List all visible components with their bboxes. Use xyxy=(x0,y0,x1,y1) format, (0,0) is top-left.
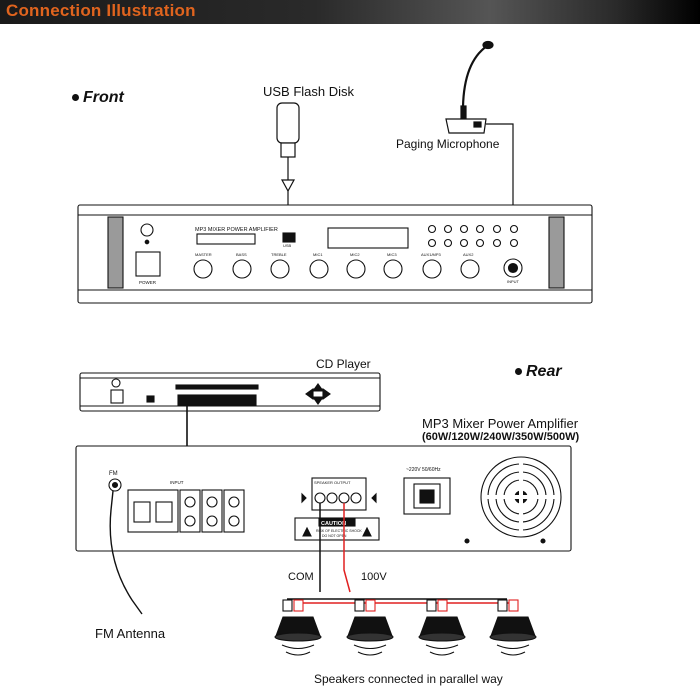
usb-flash-disk-label: USB Flash Disk xyxy=(263,84,355,99)
amplifier-name-label: MP3 Mixer Power Amplifier xyxy=(422,416,579,431)
knob-label-aux2: AUX2 xyxy=(463,252,474,257)
speaker-4 xyxy=(489,599,537,656)
title-banner: Connection Illustration xyxy=(0,0,700,24)
amplifier-power-label: (60W/120W/240W/350W/500W) xyxy=(422,431,580,443)
page-title: Connection Illustration xyxy=(6,1,196,20)
knob-label-bass: BASS xyxy=(236,252,247,257)
fm-antenna-label: FM Antenna xyxy=(95,626,166,641)
speaker-3 xyxy=(418,599,466,656)
knob-label-mic1: MIC1 xyxy=(313,252,323,257)
speakers-caption: Speakers connected in parallel way xyxy=(314,672,503,686)
speaker-1 xyxy=(274,599,322,656)
rear-panel: FM INPUT SPEAKER OUTPUT CAUTION RISK OF … xyxy=(75,445,572,552)
speaker-output-label: SPEAKER OUTPUT xyxy=(314,480,351,485)
knob-label-master: MASTER xyxy=(195,252,212,257)
knob-label-treble: TREBLE xyxy=(271,252,287,257)
usb-port-label: USB xyxy=(283,243,292,248)
speaker-2 xyxy=(346,599,394,656)
rear-section-label: Rear xyxy=(515,363,562,381)
100v-wire-label: 100V xyxy=(361,571,387,583)
paging-microphone-label: Paging Microphone xyxy=(396,137,500,151)
usb-flash-disk xyxy=(276,102,300,234)
knob-label-aux1: AUX1/MP3 xyxy=(421,252,442,257)
speakers xyxy=(274,599,537,656)
bullet-icon xyxy=(515,368,522,376)
com-wire-label: COM xyxy=(288,571,314,583)
volume-knobs xyxy=(193,259,480,279)
front-panel: MP3 MIXER POWER AMPLIFIER POWER USB INPU… xyxy=(77,204,593,304)
caution-line-2: DO NOT OPEN xyxy=(322,534,347,538)
fm-terminal-label: FM xyxy=(109,471,118,477)
cd-player xyxy=(79,372,381,480)
rear-input-label: INPUT xyxy=(170,480,184,485)
speaker-wiring xyxy=(287,503,517,604)
caution-label: CAUTION xyxy=(321,521,346,527)
power-label: POWER xyxy=(139,280,157,285)
knob-label-mic2: MIC2 xyxy=(350,252,360,257)
rear-label-text: Rear xyxy=(526,363,562,380)
front-label-text: Front xyxy=(83,89,124,106)
mains-voltage-label: ~220V 50/60Hz xyxy=(406,467,441,473)
caution-line-1: RISK OF ELECTRIC SHOCK xyxy=(316,529,362,533)
mic-input-label: INPUT xyxy=(507,279,520,284)
cd-player-label: CD Player xyxy=(316,357,371,371)
front-panel-title: MP3 MIXER POWER AMPLIFIER xyxy=(195,227,278,233)
fm-antenna-wire xyxy=(109,490,143,615)
knob-label-mic3: MIC3 xyxy=(387,252,397,257)
bullet-icon xyxy=(72,94,79,102)
front-section-label: Front xyxy=(72,89,124,107)
